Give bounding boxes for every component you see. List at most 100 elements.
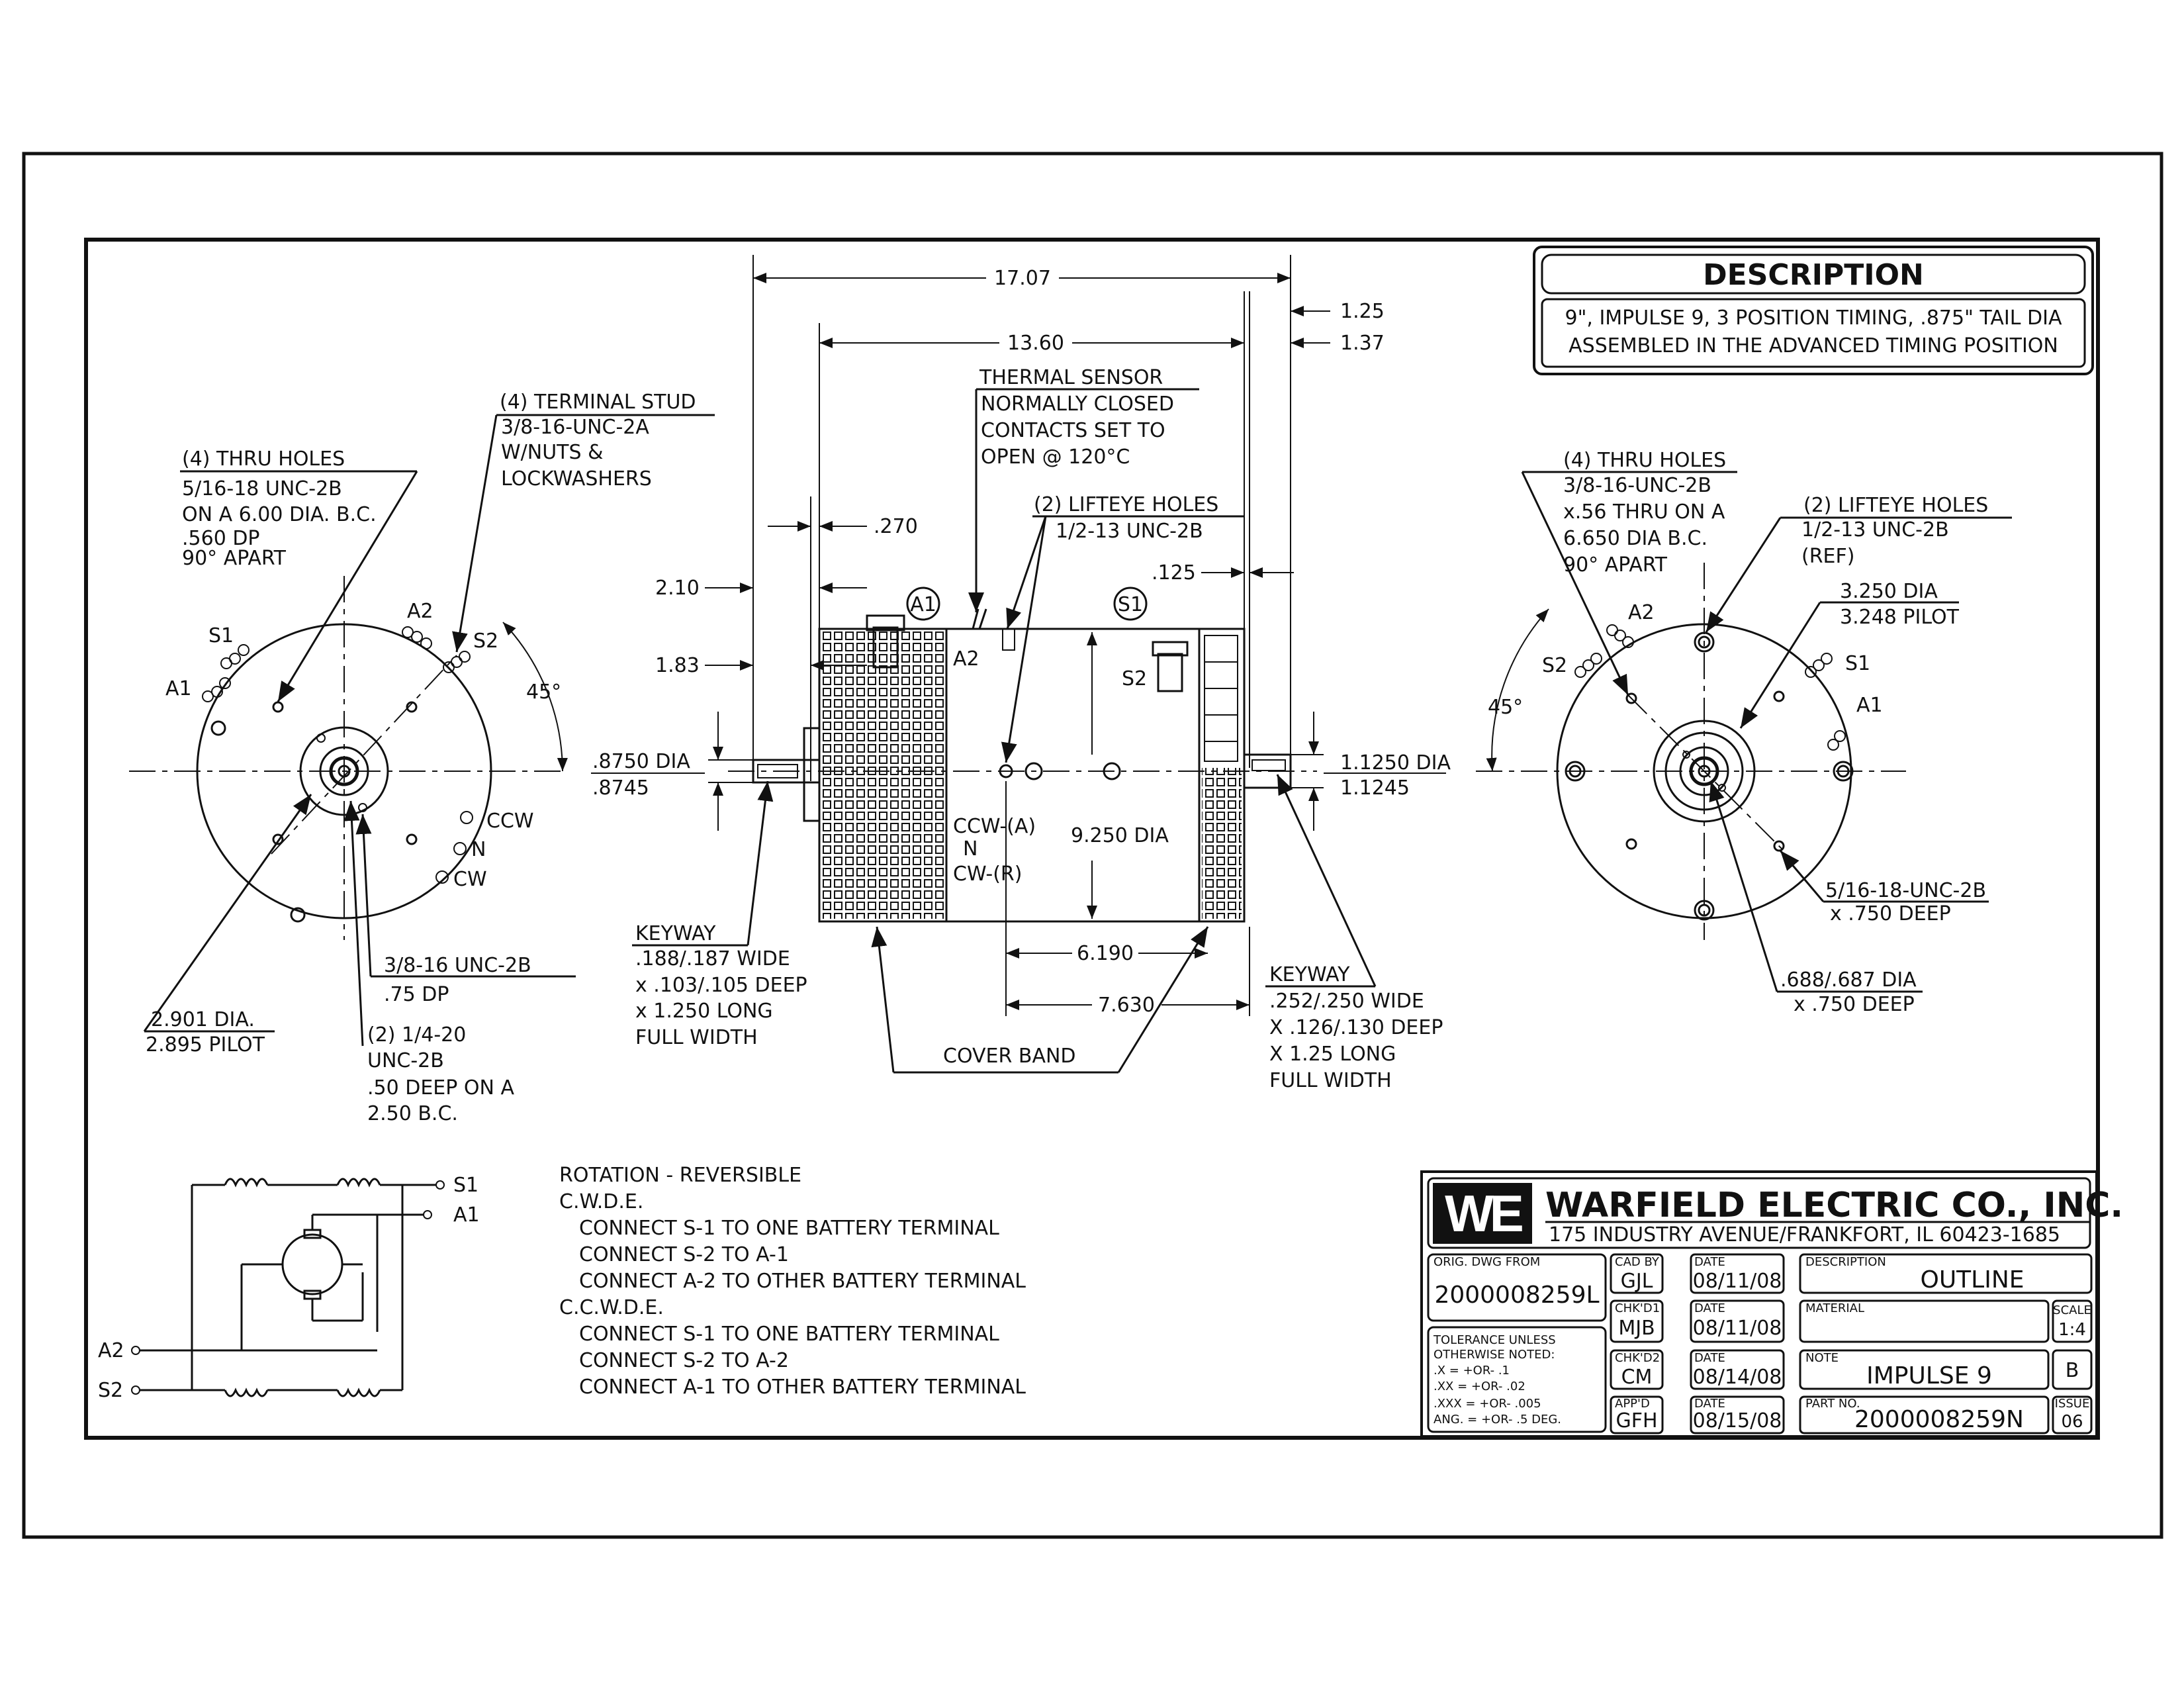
right-angle-label: 45° — [1488, 696, 1523, 719]
date-label-4: DATE — [1694, 1397, 1725, 1411]
schematic-a2: A2 — [98, 1339, 124, 1362]
rotation-note-2: C.W.D.E. — [559, 1190, 643, 1213]
cad-by-value: GJL — [1621, 1270, 1653, 1293]
side-lifteye-1: (2) LIFTEYE HOLES — [1034, 493, 1218, 516]
right-thru-holes-4: 6.650 DIA B.C. — [1563, 527, 1707, 550]
side-a2-label: A2 — [953, 647, 979, 671]
schematic-s2: S2 — [98, 1379, 123, 1402]
description-box: DESCRIPTION 9", IMPULSE 9, 3 POSITION TI… — [1533, 246, 2094, 375]
date-1: 08/11/08 — [1693, 1270, 1782, 1293]
tolerance-6: ANG. = +OR- .5 DEG. — [1433, 1413, 1561, 1427]
svg-text:WE: WE — [1445, 1184, 1522, 1243]
date-label-3: DATE — [1694, 1351, 1725, 1365]
thermal-sensor-3: CONTACTS SET TO — [981, 419, 1165, 442]
left-s1-label: S1 — [208, 624, 234, 647]
left-thru-holes-2: 5/16-18 UNC-2B — [182, 477, 342, 500]
keyway-left-5: FULL WIDTH — [635, 1026, 758, 1049]
schematic-s1: S1 — [453, 1174, 478, 1197]
issue-label: ISSUE — [2055, 1397, 2090, 1411]
keyway-left-4: x 1.250 LONG — [635, 1000, 773, 1023]
tolerance-4: .XX = +OR- .02 — [1433, 1380, 1525, 1393]
dim-210: 2.10 — [655, 577, 700, 600]
part-no-value: 2000008259N — [1854, 1406, 2024, 1433]
inner-border — [84, 238, 2100, 1440]
side-lifteye-2: 1/2-13 UNC-2B — [1056, 520, 1203, 543]
note-value: IMPULSE 9 — [1866, 1362, 1992, 1389]
left-tap-14-1: (2) 1/4-20 — [367, 1023, 466, 1047]
right-tap-688-2: x .750 DEEP — [1794, 993, 1915, 1016]
rotation-note-5: CONNECT A-2 TO OTHER BATTERY TERMINAL — [579, 1270, 1026, 1293]
right-tap-688-1: .688/.687 DIA — [1780, 968, 1917, 992]
left-thru-holes-1: (4) THRU HOLES — [182, 447, 345, 471]
orig-dwg-label: ORIG. DWG FROM — [1433, 1255, 1540, 1269]
right-lifteye-3: (REF) — [1801, 545, 1854, 568]
right-thru-holes-2: 3/8-16-UNC-2B — [1563, 474, 1711, 497]
side-n: N — [963, 837, 978, 861]
tail-dia-2: 1.1245 — [1340, 776, 1410, 800]
rotation-note-6: C.C.W.D.E. — [559, 1296, 664, 1319]
right-thru-holes-1: (4) THRU HOLES — [1563, 449, 1726, 472]
part-no-label: PART NO. — [1805, 1397, 1860, 1411]
shaft-dia-1: .8750 DIA — [592, 750, 690, 773]
keyway-right-5: FULL WIDTH — [1269, 1069, 1392, 1092]
date-3: 08/14/08 — [1693, 1366, 1782, 1389]
rotation-notes: ROTATION - REVERSIBLE C.W.D.E. CONNECT S… — [559, 1164, 1026, 1399]
tolerance-2: OTHERWISE NOTED: — [1433, 1348, 1555, 1362]
wiring-schematic: S1 A1 A2 S2 — [98, 1174, 480, 1402]
left-pilot-1: 2.901 DIA. — [151, 1008, 255, 1031]
chk2-label: CHK'D2 — [1615, 1351, 1660, 1365]
right-thru-holes-3: x.56 THRU ON A — [1563, 500, 1725, 524]
company-name: WARFIELD ELECTRIC CO., INC. — [1545, 1186, 2123, 1225]
dim-overall: 17.07 — [994, 267, 1051, 290]
terminal-stud-2: 3/8-16-UNC-2A — [501, 416, 649, 439]
company-address: 175 INDUSTRY AVENUE/FRANKFORT, IL 60423-… — [1549, 1223, 2060, 1246]
tolerance-3: .X = +OR- .1 — [1433, 1364, 1510, 1378]
dim-0125: .125 — [1152, 561, 1196, 585]
title-block: WE WARFIELD ELECTRIC CO., INC. 175 INDUS… — [1420, 1170, 2123, 1438]
schematic-a1: A1 — [453, 1203, 480, 1227]
right-a1-label: A1 — [1856, 694, 1883, 717]
date-2: 08/11/08 — [1693, 1317, 1782, 1340]
right-a2-label: A2 — [1628, 601, 1655, 624]
left-s2-label: S2 — [473, 630, 498, 653]
thermal-sensor-1: THERMAL SENSOR — [979, 366, 1163, 389]
scale-label: SCALE — [2053, 1303, 2091, 1317]
left-tap-14-2: UNC-2B — [367, 1049, 444, 1072]
left-ccw-label: CCW — [486, 810, 534, 833]
right-lifteye-2: 1/2-13 UNC-2B — [1801, 518, 1949, 541]
keyway-left-2: .188/.187 WIDE — [635, 947, 790, 970]
left-tap-38-2: .75 DP — [384, 983, 449, 1006]
keyway-right-1: KEYWAY — [1269, 963, 1350, 986]
terminal-stud-4: LOCKWASHERS — [501, 467, 652, 491]
chk1-label: CHK'D1 — [1615, 1301, 1660, 1315]
right-end-view: 45° A2 S2 S1 A1 (4) THRU HOLES 3/8-16-UN… — [1476, 449, 2012, 1016]
thermal-sensor-4: OPEN @ 120°C — [981, 445, 1130, 469]
left-thru-holes-5: 90° APART — [182, 547, 287, 570]
keyway-right-2: .252/.250 WIDE — [1269, 990, 1424, 1013]
right-tap-516-1: 5/16-18-UNC-2B — [1825, 879, 1986, 902]
right-pilot-2: 3.248 PILOT — [1840, 606, 1960, 629]
rotation-note-4: CONNECT S-2 TO A-1 — [579, 1243, 789, 1266]
left-a1-label: A1 — [165, 677, 192, 700]
dim-1-25: 1.25 — [1340, 300, 1385, 323]
keyway-right-4: X 1.25 LONG — [1269, 1043, 1396, 1066]
company-logo: WE — [1433, 1183, 1532, 1244]
rotation-note-1: ROTATION - REVERSIBLE — [559, 1164, 801, 1187]
left-tap-38-1: 3/8-16 UNC-2B — [384, 954, 531, 977]
size-value: B — [2066, 1359, 2079, 1382]
side-s2-label: S2 — [1122, 667, 1147, 690]
side-a1-label: A1 — [910, 593, 936, 616]
rotation-note-9: CONNECT A-1 TO OTHER BATTERY TERMINAL — [579, 1376, 1026, 1399]
left-angle-label: 45° — [526, 680, 561, 704]
note-label: NOTE — [1805, 1351, 1839, 1365]
description-heading: DESCRIPTION — [1703, 258, 1924, 292]
date-label-1: DATE — [1694, 1255, 1725, 1269]
right-s2-label: S2 — [1542, 654, 1567, 677]
tolerance-5: .XXX = +OR- .005 — [1433, 1397, 1541, 1411]
right-pilot-1: 3.250 DIA — [1840, 580, 1938, 603]
left-tap-14-3: .50 DEEP ON A — [367, 1076, 514, 1100]
dim-1-37: 1.37 — [1340, 332, 1385, 355]
side-view: 17.07 13.60 1.25 1.37 .270 2.10 1.83 .12… — [591, 255, 1451, 1092]
appd-value: GFH — [1615, 1409, 1657, 1432]
cad-by-label: CAD BY — [1615, 1255, 1660, 1269]
